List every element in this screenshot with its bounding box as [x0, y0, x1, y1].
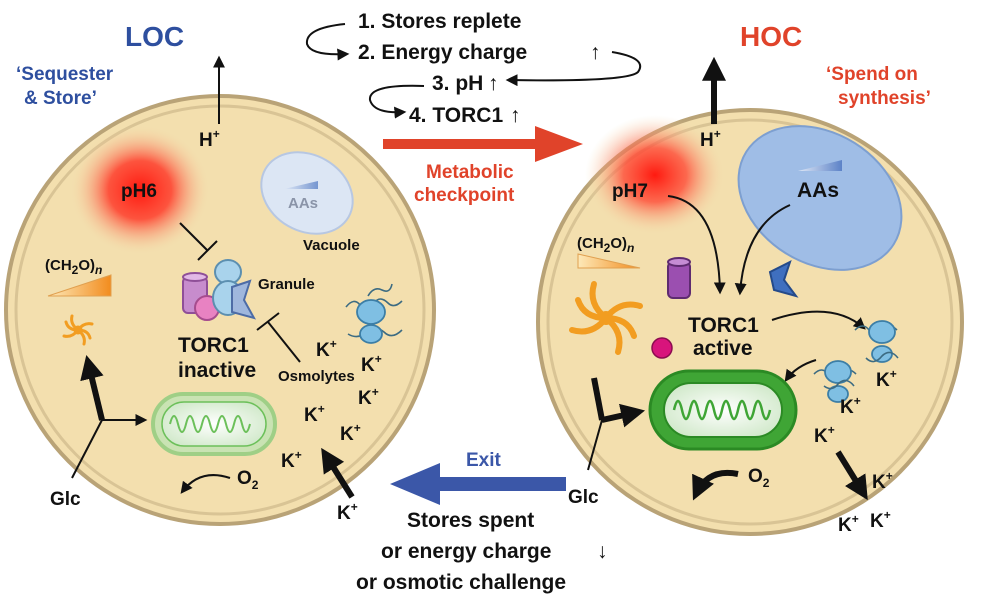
- loc-torc-line1: TORC1: [178, 334, 249, 357]
- hoc-subtitle-2: synthesis’: [838, 88, 931, 109]
- loc-acid-glow: [70, 125, 210, 255]
- hoc-aas-to-torc: [734, 204, 791, 296]
- loc-k-7: K+: [337, 500, 358, 524]
- hoc-k-6: K+: [870, 508, 891, 532]
- step-2: 2. Energy charge: [358, 41, 527, 64]
- hoc-carb-wedge: [577, 253, 641, 269]
- loc-oxygen-arrow: [180, 474, 231, 494]
- hoc-glc-to-mito: [601, 403, 646, 428]
- step-loop-2: [505, 51, 642, 87]
- loc-glc-label: Glc: [50, 489, 81, 510]
- checkpoint-arrow: [383, 126, 583, 162]
- hoc-glycogen: [569, 281, 643, 355]
- step-loop-1: [305, 23, 350, 61]
- loc-k-5: K+: [340, 421, 361, 445]
- hoc-glc-to-carb: [591, 377, 605, 421]
- hoc-mitochondrion: [648, 369, 798, 451]
- hoc-proton-label: H+: [700, 127, 721, 151]
- exit-label: Exit: [466, 450, 502, 471]
- loc-k-1: K+: [316, 337, 337, 361]
- loc-ph-inhibit: [179, 222, 209, 252]
- checkpoint-label-2: checkpoint: [414, 185, 515, 206]
- hoc-k-3: K+: [814, 423, 835, 447]
- hoc-k-4: K+: [872, 469, 893, 493]
- loc-glycogen: [62, 314, 94, 346]
- step-4: 4. TORC1: [409, 104, 503, 127]
- loc-k-6: K+: [281, 448, 302, 472]
- exit-down-arrow: ↓: [597, 540, 608, 563]
- loc-carb-wedge: [47, 274, 112, 297]
- loc-glc-stem: [71, 419, 103, 479]
- loc-carb-label: (CH2O)n: [45, 257, 102, 277]
- hoc-subtitle-1: ‘Spend on: [826, 64, 918, 85]
- hoc-ph-to-torc: [667, 195, 726, 295]
- step-loop-3: [368, 84, 425, 119]
- exit-arrow: [390, 463, 566, 505]
- loc-granule: [182, 259, 257, 321]
- loc-torc-line2: inactive: [178, 359, 256, 382]
- loc-vacuole: [260, 151, 354, 235]
- hoc-k-1: K+: [876, 367, 897, 391]
- hoc-k-5: K+: [838, 512, 859, 536]
- loc-glc-to-carb: [80, 355, 105, 421]
- loc-ribosome: [345, 283, 403, 344]
- hoc-vacuole: [737, 125, 903, 271]
- exit-condition-1: Stores spent: [407, 509, 534, 532]
- loc-k-uptake-arrow: [321, 447, 355, 499]
- hoc-torc-line2: active: [693, 337, 753, 360]
- hoc-ribosome-1: [854, 320, 899, 363]
- loc-ph-inhibit-bar: [197, 240, 218, 261]
- exit-condition-3: or osmotic challenge: [356, 571, 566, 594]
- loc-osmolytes-label: Osmolytes: [278, 368, 355, 385]
- loc-granule-label: Granule: [258, 276, 315, 293]
- hoc-title: HOC: [740, 21, 802, 52]
- hoc-glc-label: Glc: [568, 487, 599, 508]
- loc-ph-label: pH6: [121, 181, 157, 202]
- step-2-up: ↑: [590, 41, 601, 64]
- step-1: 1. Stores replete: [358, 10, 521, 33]
- step-4-up: ↑: [510, 104, 521, 127]
- loc-mitochondrion: [151, 392, 277, 456]
- hoc-torc-line1: TORC1: [688, 314, 759, 337]
- hoc-k-2: K+: [840, 394, 861, 418]
- loc-aas-label: AAs: [288, 195, 318, 212]
- loc-subtitle-2: & Store’: [24, 88, 97, 109]
- loc-proton-label: H+: [199, 127, 220, 151]
- loc-k-4: K+: [304, 402, 325, 426]
- hoc-dispersed-proteins: [651, 257, 799, 359]
- hoc-aas-label: AAs: [797, 179, 839, 202]
- hoc-ph-label: pH7: [612, 181, 648, 202]
- loc-vacuole-label: Vacuole: [303, 237, 360, 254]
- loc-osmolyte-inhibit: [267, 321, 301, 363]
- hoc-glc-stem: [587, 419, 603, 471]
- loc-k-3: K+: [358, 385, 379, 409]
- hoc-ribosome-to-mito: [784, 359, 817, 382]
- hoc-torc-to-ribosome: [771, 310, 866, 330]
- step-3-up: ↑: [488, 72, 499, 95]
- loc-osmolyte-inhibit-bar: [256, 312, 280, 331]
- hoc-ribosome-2: [813, 360, 857, 403]
- hoc-carb-label: (CH2O)n: [577, 235, 634, 255]
- loc-k-2: K+: [361, 352, 382, 376]
- hoc-k-efflux-arrow: [835, 450, 868, 501]
- loc-subtitle-1: ‘Sequester: [16, 64, 114, 85]
- checkpoint-label-1: Metabolic: [426, 162, 514, 183]
- hoc-oxygen-arrow: [692, 470, 739, 501]
- loc-title: LOC: [125, 21, 184, 52]
- step-3: 3. pH: [432, 72, 483, 95]
- exit-condition-2: or energy charge: [381, 540, 551, 563]
